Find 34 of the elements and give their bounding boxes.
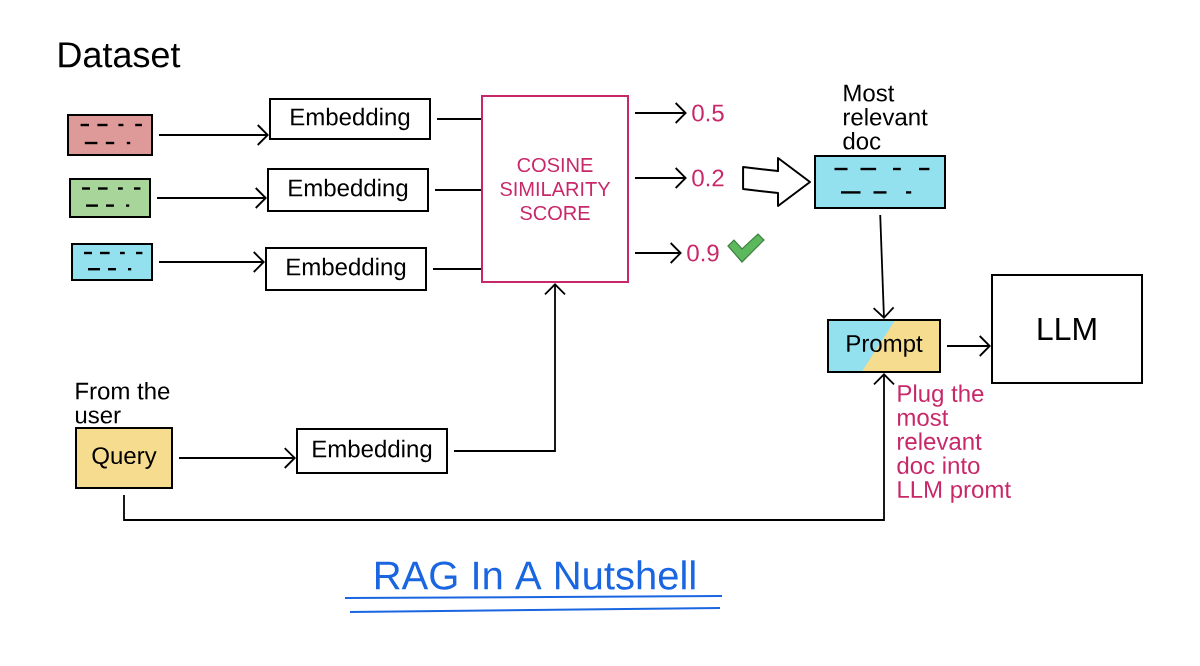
process-box: Embedding (269, 98, 431, 140)
arrow (178, 447, 296, 469)
heading-text: Dataset (59, 42, 181, 68)
arrow (946, 335, 991, 357)
arrow (156, 187, 267, 209)
score-box: COSINE SIMILARITY SCORE (481, 95, 629, 283)
note-text: Plug the most relevant doc into LLM promt (897, 384, 1011, 503)
process-box: Embedding (265, 247, 427, 291)
heading-text: Most relevant doc (843, 84, 928, 150)
title: RAG In A Nutshell (344, 560, 723, 613)
score-value: 0.5 (692, 104, 724, 122)
connector-line (434, 189, 482, 191)
document-card (67, 114, 153, 156)
block-arrow (742, 157, 811, 207)
arrow (123, 373, 895, 521)
connector-line (432, 268, 482, 270)
heading-text: From the user (76, 382, 170, 424)
document-card (69, 178, 151, 218)
document-card (71, 243, 153, 281)
process-box: Embedding (296, 428, 448, 474)
arrow (634, 242, 682, 264)
process-box: Query (75, 427, 173, 489)
score-value: 0.9 (687, 244, 719, 262)
arrow (158, 251, 265, 273)
arrow (453, 283, 566, 452)
arrow (158, 124, 269, 146)
prompt-box: Prompt (827, 319, 941, 373)
score-value: 0.2 (692, 169, 724, 187)
arrow (872, 214, 895, 319)
model-box: LLM (991, 274, 1143, 384)
process-box: Embedding (267, 168, 429, 212)
connector-line (436, 118, 482, 120)
arrow (634, 167, 687, 189)
arrow (634, 102, 687, 124)
